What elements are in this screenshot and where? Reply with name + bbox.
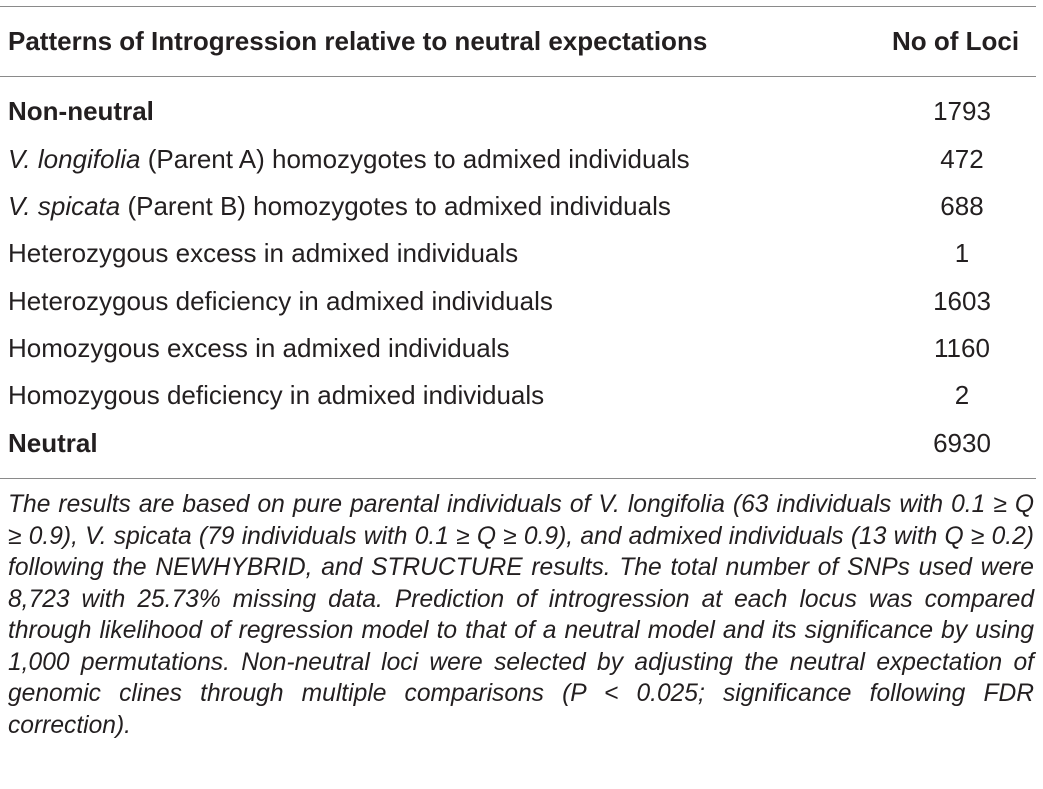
row-value-het-deficiency: 1603 — [933, 286, 991, 316]
species-name-longifolia: V. longifolia — [8, 144, 141, 174]
row-label-non-neutral: Non-neutral — [8, 96, 154, 126]
row-value-non-neutral: 1793 — [933, 96, 991, 126]
row-label-het-excess: Heterozygous excess in admixed individua… — [8, 238, 519, 268]
row-value-spicata: 688 — [940, 191, 984, 221]
column-header-patterns: Patterns of Introgression relative to ne… — [8, 26, 708, 56]
table-footnote: The results are based on pure parental i… — [8, 491, 1034, 739]
species-name-spicata: V. spicata — [8, 191, 121, 221]
row-value-hom-excess: 1160 — [934, 333, 990, 363]
row-label-het-deficiency: Heterozygous deficiency in admixed indiv… — [8, 286, 553, 316]
row-label-hom-excess: Homozygous excess in admixed individuals — [8, 333, 510, 363]
row-value-het-excess: 1 — [954, 238, 970, 268]
row-label-longifolia: V. longifolia (Parent A) homozygotes to … — [8, 143, 690, 175]
column-header-loci: No of Loci — [892, 26, 1020, 56]
row-label-spicata: V. spicata (Parent B) homozygotes to adm… — [8, 190, 671, 222]
table-header-rule — [0, 76, 1036, 77]
table-bottom-rule — [0, 478, 1036, 479]
row-label-longifolia-rest: (Parent A) homozygotes to admixed indivi… — [140, 144, 690, 174]
table-top-rule — [0, 6, 1036, 7]
row-label-neutral: Neutral — [8, 428, 98, 458]
row-value-hom-deficiency: 2 — [954, 380, 970, 410]
row-label-hom-deficiency: Homozygous deficiency in admixed individ… — [8, 380, 545, 410]
row-value-neutral: 6930 — [933, 428, 991, 458]
row-label-spicata-rest: (Parent B) homozygotes to admixed indivi… — [120, 191, 671, 221]
row-value-longifolia: 472 — [940, 144, 984, 174]
